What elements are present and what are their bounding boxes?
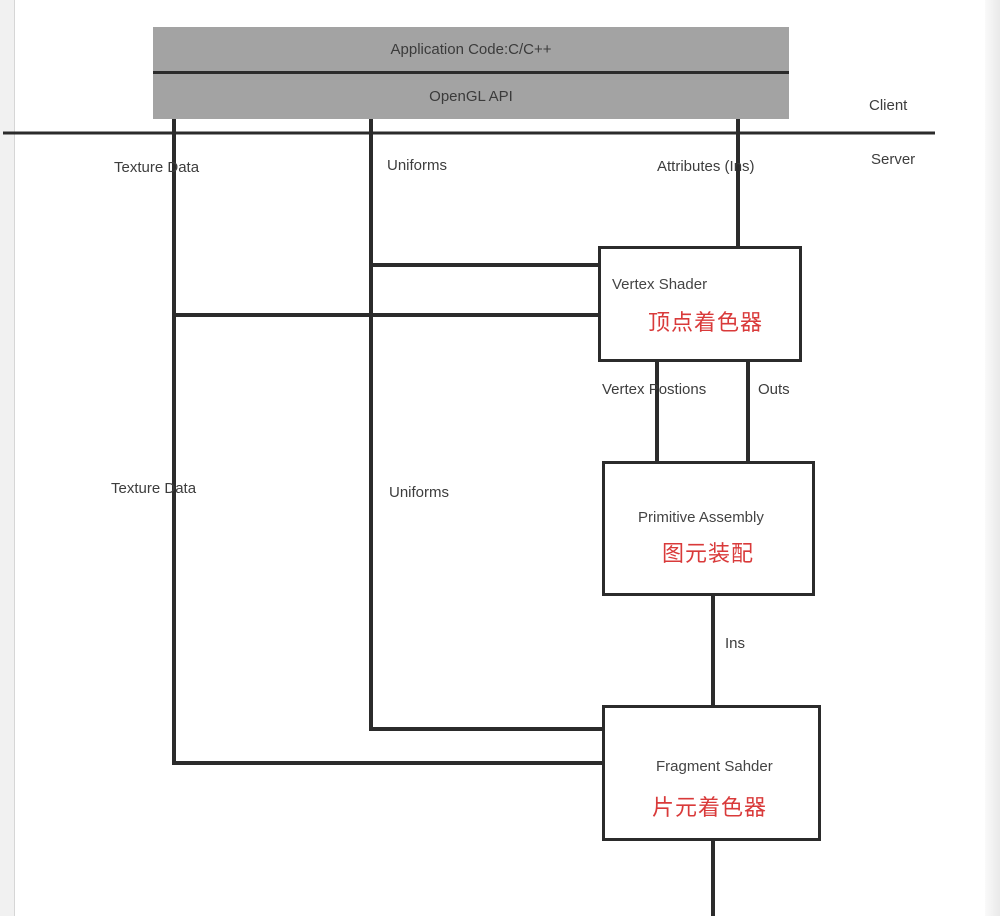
primitive-assembly-chinese-title: 图元装配 xyxy=(662,541,755,566)
client-label: Client xyxy=(869,97,908,114)
vertex-shader-box: Vertex Shader 顶点着色器 xyxy=(598,246,802,362)
attributes-label: Attributes (Ins) xyxy=(657,158,755,175)
texture-data-label-top: Texture Data xyxy=(114,159,200,176)
fragment-shader-chinese-title: 片元着色器 xyxy=(652,795,768,820)
opengl-api-bar: OpenGL API xyxy=(153,74,789,119)
texture-data-label-mid: Texture Data xyxy=(111,480,197,497)
outs-label: Outs xyxy=(758,381,790,398)
ins-label: Ins xyxy=(725,635,746,652)
uniforms-label-mid: Uniforms xyxy=(389,484,450,501)
application-code-label: Application Code:C/C++ xyxy=(390,40,552,58)
fragment-shader-title: Fragment Sahder xyxy=(656,758,773,775)
vertex-positions-label: Vertex Postions xyxy=(602,381,707,398)
uniforms-label-top: Uniforms xyxy=(387,157,448,174)
fragment-shader-box: Fragment Sahder 片元着色器 xyxy=(602,705,821,841)
opengl-api-label: OpenGL API xyxy=(429,88,513,105)
page-right-shadow xyxy=(985,0,1000,916)
application-code-bar: Application Code:C/C++ xyxy=(153,27,789,74)
server-label: Server xyxy=(871,151,916,168)
vertex-shader-title: Vertex Shader xyxy=(612,276,708,293)
vertex-shader-chinese-title: 顶点着色器 xyxy=(648,310,764,335)
page-left-margin xyxy=(0,0,15,916)
primitive-assembly-box: Primitive Assembly 图元装配 xyxy=(602,461,815,596)
primitive-assembly-title: Primitive Assembly xyxy=(638,509,764,526)
